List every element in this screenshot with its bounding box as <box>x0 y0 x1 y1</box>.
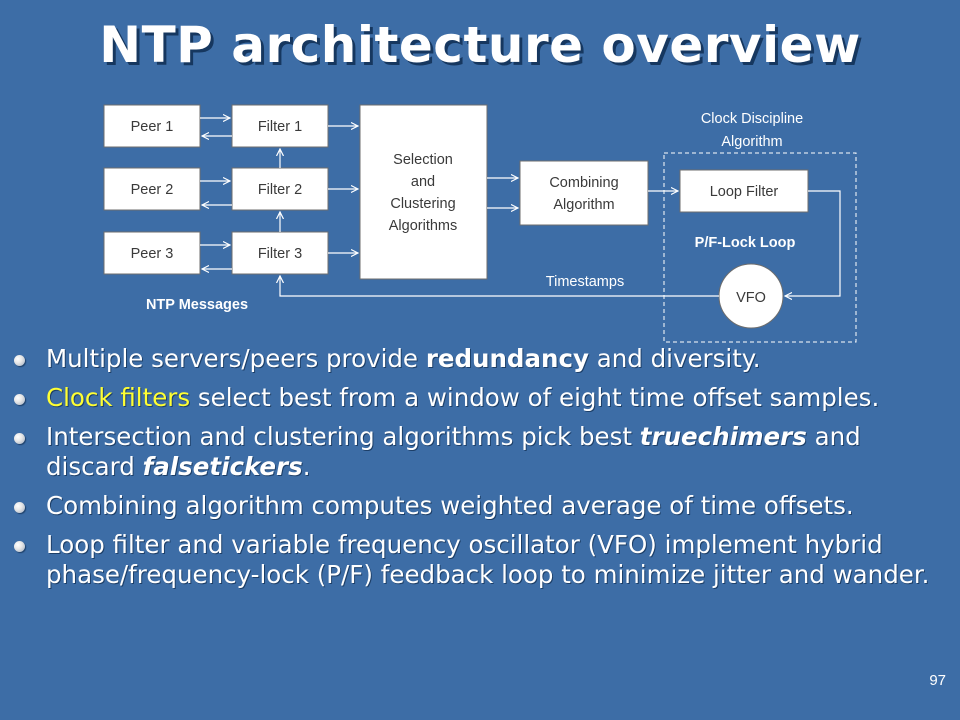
clock-discipline-region <box>663 152 857 343</box>
combining-label-line-1: Combining <box>549 175 618 191</box>
bullet-2-highlight: Clock filters <box>46 383 191 412</box>
bullet-dot-icon <box>14 541 25 552</box>
filter-2-label: Filter 2 <box>258 182 302 198</box>
vfo-label: VFO <box>736 290 766 306</box>
selection-clustering-box: Selection and Clustering Algorithms <box>359 104 488 280</box>
selection-label-line-2: and <box>411 174 435 190</box>
bullet-dot-icon <box>14 355 25 366</box>
bullet-4-text: Combining algorithm computes weighted av… <box>46 491 854 520</box>
selection-label-line-3: Clustering <box>390 196 455 212</box>
vfo-node: VFO <box>718 263 784 329</box>
filter-3-label: Filter 3 <box>258 246 302 262</box>
clock-discipline-label-line-1: Clock Discipline <box>701 111 803 127</box>
peer-2-box: Peer 2 <box>103 167 201 211</box>
bullet-item: Combining algorithm computes weighted av… <box>12 491 952 521</box>
bullet-item: Loop filter and variable frequency oscil… <box>12 530 952 590</box>
loop-filter-label: Loop Filter <box>710 184 779 200</box>
bullet-dot-icon <box>14 394 25 405</box>
filter-1-box: Filter 1 <box>231 104 329 148</box>
ntp-messages-label: NTP Messages <box>146 297 248 313</box>
bullet-3-text-start: Intersection and clustering algorithms p… <box>46 422 640 451</box>
bullet-3-text-end: . <box>302 452 311 481</box>
combining-label-line-2: Algorithm <box>553 197 614 213</box>
selection-label-line-4: Algorithms <box>389 218 458 234</box>
bullet-3-truechimers: truechimers <box>639 422 807 451</box>
bullet-1-bold: redundancy <box>425 344 589 373</box>
bullet-item: Clock filters select best from a window … <box>12 383 952 413</box>
loop-filter-box: Loop Filter <box>679 169 809 213</box>
combining-algorithm-box: Combining Algorithm <box>519 160 649 226</box>
bullet-item: Multiple servers/peers provide redundanc… <box>12 344 952 374</box>
peer-1-box: Peer 1 <box>103 104 201 148</box>
pf-lock-loop-label: P/F-Lock Loop <box>695 235 796 251</box>
peer-1-label: Peer 1 <box>131 119 174 135</box>
peer-2-label: Peer 2 <box>131 182 174 198</box>
bullet-3-falsetickers: falsetickers <box>142 452 303 481</box>
bullet-1-text-start: Multiple servers/peers provide <box>46 344 426 373</box>
bullet-dot-icon <box>14 433 25 444</box>
bullet-list: Multiple servers/peers provide redundanc… <box>12 344 952 599</box>
filter-1-label: Filter 1 <box>258 119 302 135</box>
filter-2-box: Filter 2 <box>231 167 329 211</box>
filter-3-box: Filter 3 <box>231 231 329 275</box>
selection-label-line-1: Selection <box>393 152 453 168</box>
bullet-2-text: select best from a window of eight time … <box>190 383 880 412</box>
bullet-5-text: Loop filter and variable frequency oscil… <box>46 530 930 589</box>
bullet-dot-icon <box>14 502 25 513</box>
bullet-1-text-end: and diversity. <box>588 344 761 373</box>
peer-3-label: Peer 3 <box>131 246 174 262</box>
clock-discipline-label-line-2: Algorithm <box>721 134 782 150</box>
ntp-architecture-diagram: Peer 1 Peer 2 Peer 3 Filter 1 Filter 2 F… <box>103 104 857 343</box>
bullet-item: Intersection and clustering algorithms p… <box>12 422 952 482</box>
bullet-3-text-mid: and discard <box>46 422 861 481</box>
peer-3-box: Peer 3 <box>103 231 201 275</box>
arrow-loop-filter-to-vfo <box>785 190 841 296</box>
page-number: 97 <box>929 672 946 689</box>
timestamps-label: Timestamps <box>546 274 624 290</box>
slide-title: NTP architecture overview <box>99 16 861 74</box>
arrow-vfo-timestamps-feedback <box>280 276 719 297</box>
